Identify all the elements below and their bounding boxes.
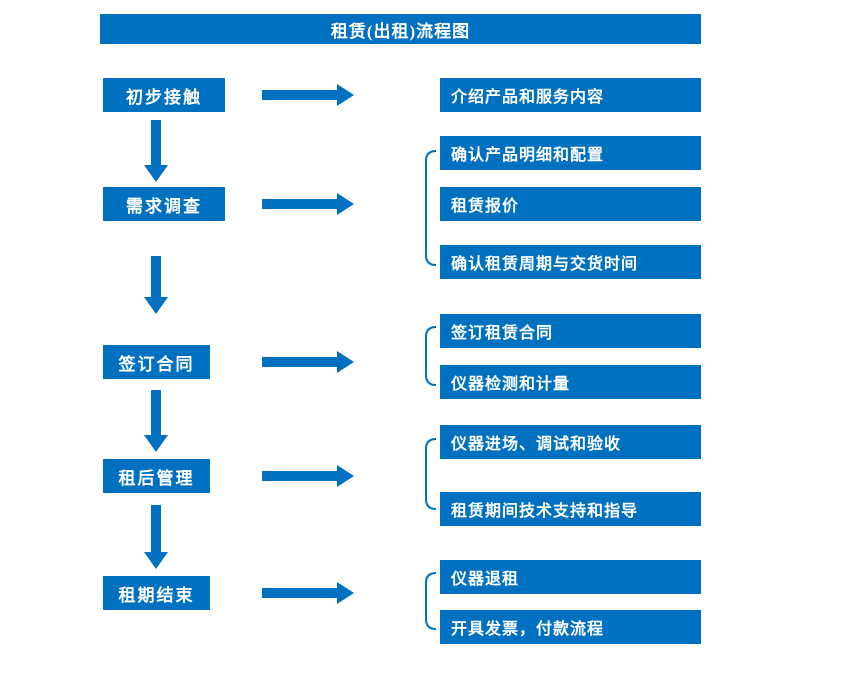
detail-box-rental-quote: 租赁报价 [440,187,701,221]
detail-box-introduce-products: 介绍产品和服务内容 [440,78,701,112]
arrow-head [144,297,168,314]
arrow-shaft [262,90,337,100]
stage-label: 初步接触 [126,87,202,107]
page-title: 租赁(出租)流程图 [330,21,471,41]
detail-label: 确认租赁周期与交货时间 [451,256,639,273]
arrow-shaft [151,505,161,552]
arrow-shaft [151,390,161,435]
stage-label: 租期结束 [118,585,195,605]
stage-label: 需求调查 [126,196,202,216]
stage-post-rental-management: 租后管理 [103,459,210,493]
detail-label: 开具发票，付款流程 [451,621,605,638]
arrow-shaft [262,471,337,481]
arrow-head [337,193,354,215]
down-arrow-1 [144,120,168,182]
detail-label: 签订租赁合同 [451,325,554,342]
group-bracket-1 [425,150,437,266]
stage-label: 签订合同 [118,354,195,374]
stage-needs-survey: 需求调查 [103,187,225,221]
arrow-head [337,84,354,106]
arrow-head [144,165,168,182]
right-arrow-1 [262,84,354,106]
title-bar: 租赁(出租)流程图 [100,14,701,44]
detail-box-confirm-period: 确认租赁周期与交货时间 [440,245,701,279]
arrow-shaft [262,588,337,598]
group-bracket-4 [425,572,437,630]
arrow-head [144,552,168,569]
group-bracket-3 [425,438,437,510]
detail-box-invoice-payment: 开具发票，付款流程 [440,610,701,644]
arrow-head [337,351,354,373]
detail-box-confirm-spec: 确认产品明细和配置 [440,136,701,170]
arrow-shaft [151,120,161,165]
down-arrow-2 [144,256,168,314]
group-bracket-2 [425,326,437,386]
arrow-shaft [262,199,337,209]
stage-label: 租后管理 [118,468,195,488]
detail-label: 仪器进场、调试和验收 [451,436,622,453]
arrow-head [337,465,354,487]
arrow-shaft [151,256,161,297]
detail-box-instrument-testing: 仪器检测和计量 [440,365,701,399]
right-arrow-4 [262,465,354,487]
detail-label: 仪器检测和计量 [451,376,571,393]
detail-box-sign-rental-contract: 签订租赁合同 [440,314,701,348]
detail-label: 仪器退租 [451,571,520,588]
arrow-shaft [262,357,337,367]
detail-box-instrument-delivery: 仪器进场、调试和验收 [440,425,701,459]
stage-sign-contract: 签订合同 [103,345,210,379]
stage-lease-end: 租期结束 [103,576,210,610]
detail-label: 租赁期间技术支持和指导 [451,503,639,520]
arrow-head [144,435,168,452]
right-arrow-3 [262,351,354,373]
arrow-head [337,582,354,604]
right-arrow-5 [262,582,354,604]
detail-label: 确认产品明细和配置 [451,147,605,164]
down-arrow-3 [144,390,168,452]
detail-label: 介绍产品和服务内容 [451,89,605,106]
detail-box-tech-support: 租赁期间技术支持和指导 [440,492,701,526]
detail-box-instrument-return: 仪器退租 [440,560,701,594]
detail-label: 租赁报价 [451,198,520,215]
right-arrow-2 [262,193,354,215]
stage-initial-contact: 初步接触 [103,78,225,112]
down-arrow-4 [144,505,168,569]
